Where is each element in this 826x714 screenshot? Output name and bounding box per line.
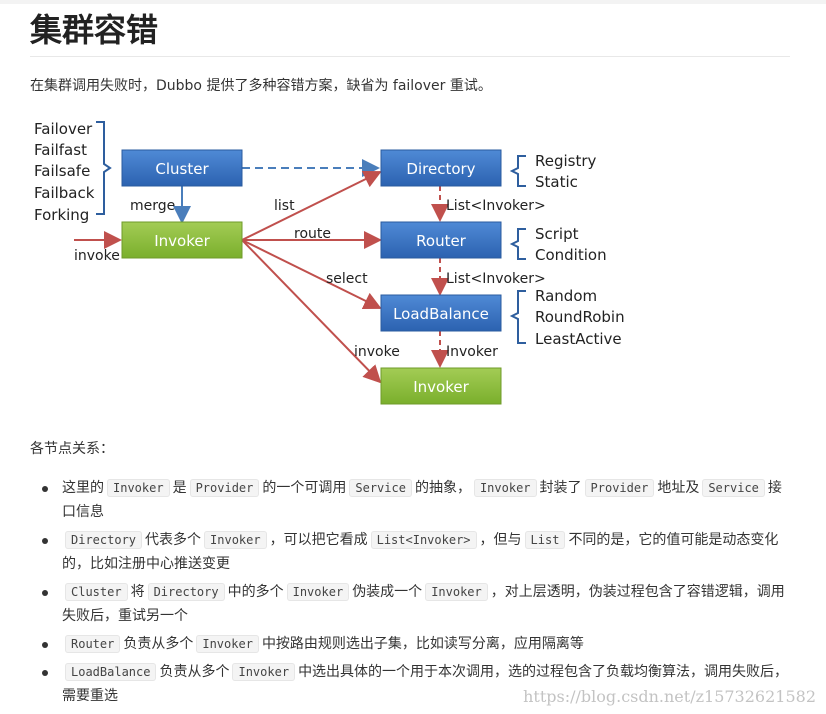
lb-type-roundrobin: RoundRobin: [535, 308, 625, 326]
intro-paragraph: 在集群调用失败时，Dubbo 提供了多种容错方案，缺省为 failover 重试…: [30, 78, 492, 94]
code-term: Cluster: [65, 583, 128, 601]
lb-type-leastactive: LeastActive: [535, 330, 622, 348]
invoker-left-label: Invoker: [154, 232, 210, 250]
code-term: List: [524, 531, 566, 549]
code-term: List<Invoker>: [370, 531, 477, 549]
code-term: Provider: [584, 479, 655, 497]
note-text: 的一个可调用: [262, 480, 347, 496]
code-term: Invoker: [107, 479, 170, 497]
title-divider: [30, 56, 790, 57]
note-text: ，对上层透明，伪装过程包含了容错逻辑，调用失败后，重试另一个: [62, 584, 785, 624]
label-route: route: [294, 226, 331, 242]
code-term: Invoker: [425, 583, 488, 601]
label-select: select: [326, 271, 368, 287]
code-term: LoadBalance: [65, 663, 157, 681]
note-text: 代表多个: [145, 532, 202, 548]
ft-failfast: Failfast: [34, 141, 87, 159]
note-text: 伪装成一个: [352, 584, 423, 600]
note-text: 是: [172, 480, 187, 496]
directory-box: Directory: [380, 149, 502, 187]
code-term: Invoker: [196, 635, 259, 653]
ft-failover: Failover: [34, 120, 93, 138]
directory-label: Directory: [406, 160, 475, 178]
cluster-diagram: Failover Failfast Failsafe Failback Fork…: [34, 120, 625, 405]
label-invoke: invoke: [354, 344, 400, 360]
router-box: Router: [380, 221, 502, 259]
cluster-label: Cluster: [155, 160, 209, 178]
note-text: 中按路由规则选出子集，比如读写分离，应用隔离等: [261, 636, 584, 652]
note-text: 将: [130, 584, 145, 600]
label-list-invoker-1: List<Invoker>: [446, 198, 546, 214]
note-text: 这里的: [62, 480, 104, 496]
loadbalance-label: LoadBalance: [393, 305, 489, 323]
note-text: 中选出具体的一个用于本次调用，选的过程包含了负载均衡算法，调用失败后，需要重选: [62, 664, 789, 704]
note-text: 负责从多个: [159, 664, 230, 680]
note-text: ，可以把它看成: [269, 532, 368, 548]
brace-fault-tolerance: [96, 121, 112, 215]
router-type-script: Script: [535, 225, 579, 243]
label-invoke-in: invoke: [74, 248, 120, 264]
note-text: 中的多个: [227, 584, 284, 600]
code-term: Invoker: [286, 583, 350, 601]
note-text: 不同的是，它的值可能是动态变化的，比如注册中心推送变更: [62, 532, 779, 572]
section-label: 各节点关系：: [30, 441, 114, 457]
brace-router: [509, 228, 526, 260]
invoker-left-box: Invoker: [121, 221, 243, 259]
invoker-bottom-box: Invoker: [380, 367, 502, 405]
code-term: Service: [702, 479, 765, 497]
code-term: Directory: [65, 531, 143, 549]
loadbalance-box: LoadBalance: [380, 294, 502, 332]
code-term: Invoker: [204, 531, 267, 549]
arrow-select: [241, 239, 382, 310]
router-label: Router: [416, 232, 467, 250]
ft-failback: Failback: [34, 184, 95, 202]
arrow-list: [241, 170, 382, 241]
brace-directory: [509, 155, 526, 187]
arrow-invoke: [241, 239, 382, 384]
label-list: list: [274, 198, 295, 214]
label-invoker: Invoker: [446, 344, 498, 360]
note-text: 的抽象，: [414, 480, 471, 496]
lb-type-random: Random: [535, 287, 597, 305]
code-term: Invoker: [473, 479, 537, 497]
code-term: Provider: [189, 479, 260, 497]
ft-forking: Forking: [34, 206, 89, 224]
code-term: Invoker: [232, 663, 296, 681]
note-text: 负责从多个: [123, 636, 194, 652]
label-merge: merge: [130, 198, 175, 214]
ft-failsafe: Failsafe: [34, 162, 90, 180]
code-term: Service: [349, 479, 412, 497]
cluster-box: Cluster: [121, 149, 243, 187]
directory-type-static: Static: [535, 173, 578, 191]
top-bar: [0, 0, 826, 4]
note-text: 封装了: [539, 480, 582, 496]
router-type-condition: Condition: [535, 246, 607, 264]
code-term: Router: [65, 635, 121, 653]
note-text: 地址及: [657, 480, 700, 496]
code-term: Directory: [147, 583, 225, 601]
directory-type-registry: Registry: [535, 152, 597, 170]
page-title: 集群容错: [30, 11, 159, 49]
invoker-bottom-label: Invoker: [413, 378, 469, 396]
note-text: ，但与: [479, 532, 522, 548]
brace-loadbalance: [509, 290, 526, 344]
watermark: https://blog.csdn.net/z15732621582: [523, 687, 816, 706]
fault-tolerance-list: Failover Failfast Failsafe Failback Fork…: [34, 120, 95, 224]
label-list-invoker-2: List<Invoker>: [446, 271, 546, 287]
note-text: 接口信息: [62, 480, 782, 520]
